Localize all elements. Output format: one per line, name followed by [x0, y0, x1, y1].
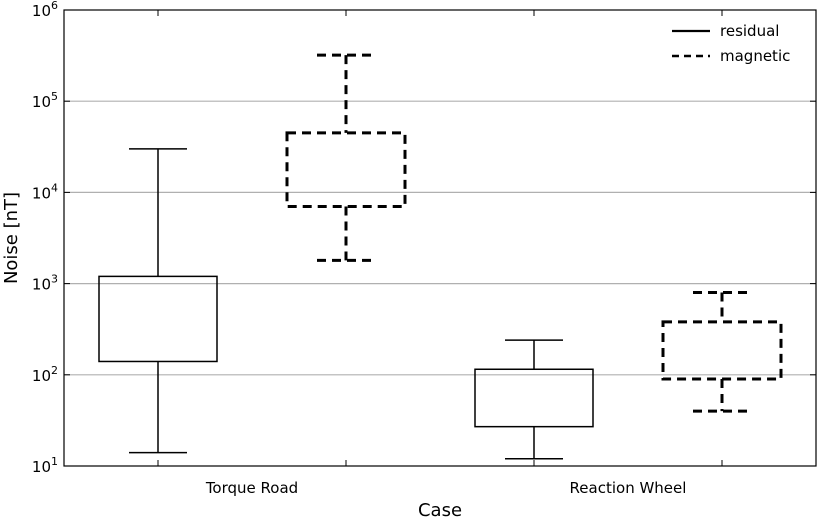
x-axis-ticks: Torque Road Reaction Wheel	[157, 10, 723, 497]
y-tick-label: 101	[32, 455, 58, 476]
y-tick-label: 105	[32, 90, 58, 111]
legend-label-residual: residual	[720, 22, 779, 40]
magnetic-torque-road-box	[285, 131, 407, 209]
magnetic-reaction-wheel-box	[661, 320, 783, 381]
y-tick-label: 106	[32, 0, 58, 20]
legend-label-magnetic: magnetic	[720, 47, 790, 65]
y-tick-label: 104	[32, 181, 58, 202]
y-tick-label: 103	[32, 273, 58, 294]
y-tick-label: 102	[32, 364, 58, 385]
x-tick-label: Reaction Wheel	[570, 479, 687, 497]
y-axis-ticks: 101 102 103 104 105 106	[32, 0, 816, 476]
residual-torque-road-box	[98, 275, 218, 363]
box-series	[98, 53, 783, 460]
x-axis-title: Case	[418, 500, 462, 521]
y-axis-title: Noise [nT]	[1, 192, 22, 284]
residual-reaction-wheel-box	[474, 368, 594, 428]
grid-lines	[64, 100, 816, 376]
x-tick-label: Torque Road	[205, 479, 298, 497]
legend: residual magnetic	[672, 22, 790, 65]
plot-frame	[63, 9, 817, 467]
